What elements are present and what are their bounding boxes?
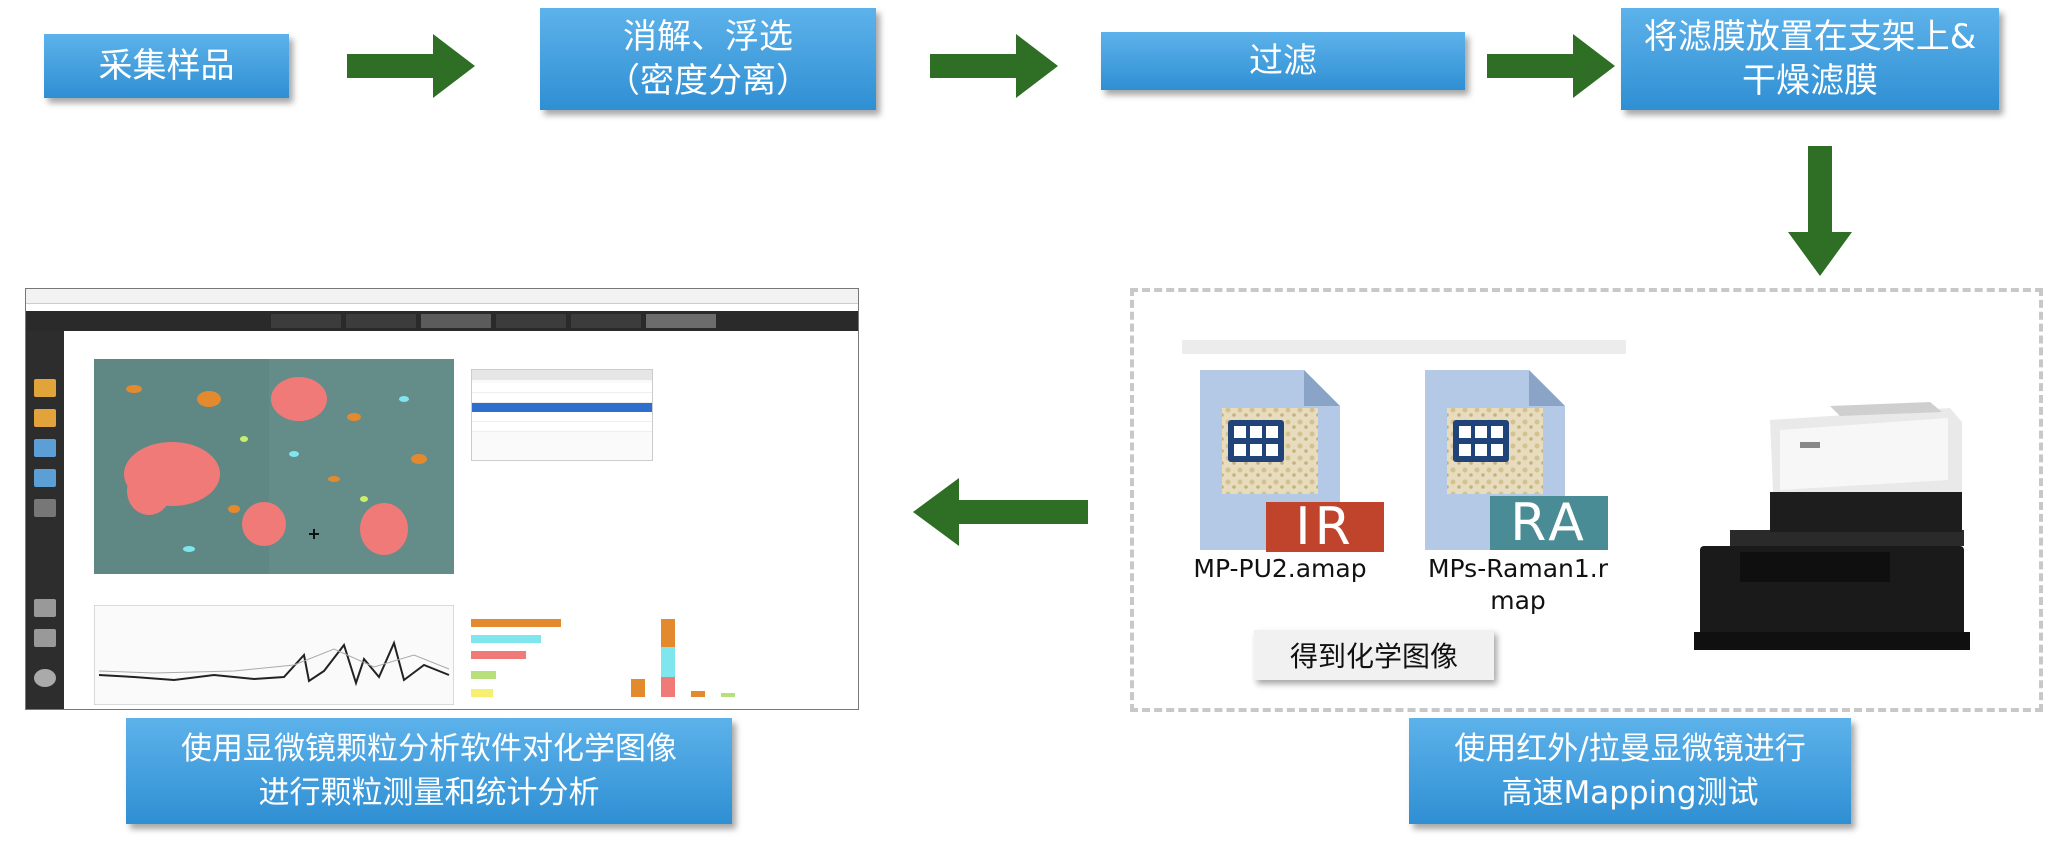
sidebar-button[interactable]: [34, 669, 56, 687]
software-titlebar: [26, 289, 858, 304]
particle-analysis-software-screenshot: [25, 288, 859, 710]
image-grid-icon: [1228, 420, 1284, 462]
sidebar-button[interactable]: [34, 379, 56, 397]
sidebar-button[interactable]: [34, 409, 56, 427]
arrow-down-icon: [1788, 146, 1852, 276]
sidebar-button[interactable]: [34, 499, 56, 517]
spectrum-plot: [94, 605, 454, 705]
step-filtration: 过滤: [1101, 32, 1465, 90]
software-tab[interactable]: [346, 314, 416, 328]
ir-badge: IR: [1266, 497, 1384, 557]
software-tab[interactable]: [271, 314, 341, 328]
arrow-right-icon: [347, 34, 475, 98]
toolbar-strip: [1182, 340, 1626, 354]
microscope-device: [1694, 402, 1970, 650]
step-collect-samples: 采集样品: [44, 34, 289, 98]
arrow-left-icon: [913, 478, 1088, 546]
software-tab[interactable]: [571, 314, 641, 328]
ra-file-name: MPs-Raman1.r map: [1427, 554, 1609, 615]
software-tab[interactable]: [421, 314, 491, 328]
sidebar-button[interactable]: [34, 599, 56, 617]
step-particle-analysis: 使用显微镜颗粒分析软件对化学图像 进行颗粒测量和统计分析: [126, 718, 732, 824]
particle-image: [94, 359, 454, 574]
step-digest-flotation: 消解、浮选 （密度分离）: [540, 8, 876, 110]
step-ir-raman-mapping: 使用红外/拉曼显微镜进行 高速Mapping测试: [1409, 718, 1851, 824]
results-table-panel: [471, 369, 653, 461]
software-tab[interactable]: [646, 314, 716, 328]
chem-image-label: 得到化学图像: [1254, 630, 1494, 680]
ir-file-name: MP-PU2.amap: [1193, 554, 1367, 583]
software-sidebar: [26, 331, 64, 709]
sidebar-button[interactable]: [34, 469, 56, 487]
arrow-right-icon: [1487, 34, 1615, 98]
particle-bar-charts: [471, 619, 735, 697]
software-tab[interactable]: [496, 314, 566, 328]
image-grid-icon: [1453, 420, 1509, 462]
arrow-right-icon: [930, 34, 1058, 98]
step-mount-dry-membrane: 将滤膜放置在支架上& 干燥滤膜: [1621, 8, 1999, 110]
sidebar-button[interactable]: [34, 439, 56, 457]
ra-badge: RA: [1490, 493, 1608, 553]
sidebar-button[interactable]: [34, 629, 56, 647]
